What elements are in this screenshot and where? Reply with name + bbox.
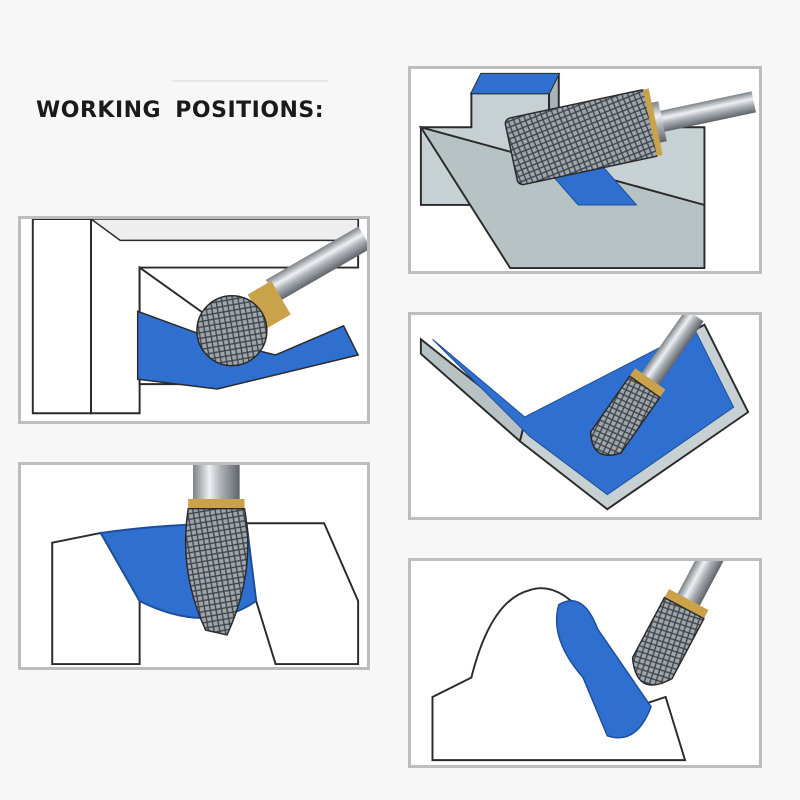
panel-inner-corner <box>18 216 370 424</box>
tree-burr-icon <box>589 315 704 456</box>
panel-angle-edge <box>408 312 762 520</box>
panel-groove <box>18 462 370 670</box>
workpiece-blue-surface <box>471 73 559 94</box>
workpiece-blue-channel <box>555 600 652 739</box>
panel-curved-channel <box>408 558 762 768</box>
flame-burr-icon <box>184 465 249 636</box>
panel-slot-machining <box>408 66 762 274</box>
oval-burr-icon <box>631 561 730 686</box>
cylinder-burr-icon <box>504 88 756 186</box>
workpiece-blue-surface <box>432 328 735 496</box>
grooved-block <box>51 522 360 666</box>
ball-burr-icon <box>196 226 367 367</box>
top-divider <box>172 80 328 82</box>
page-title: WORKING POSITIONS: <box>36 98 325 123</box>
